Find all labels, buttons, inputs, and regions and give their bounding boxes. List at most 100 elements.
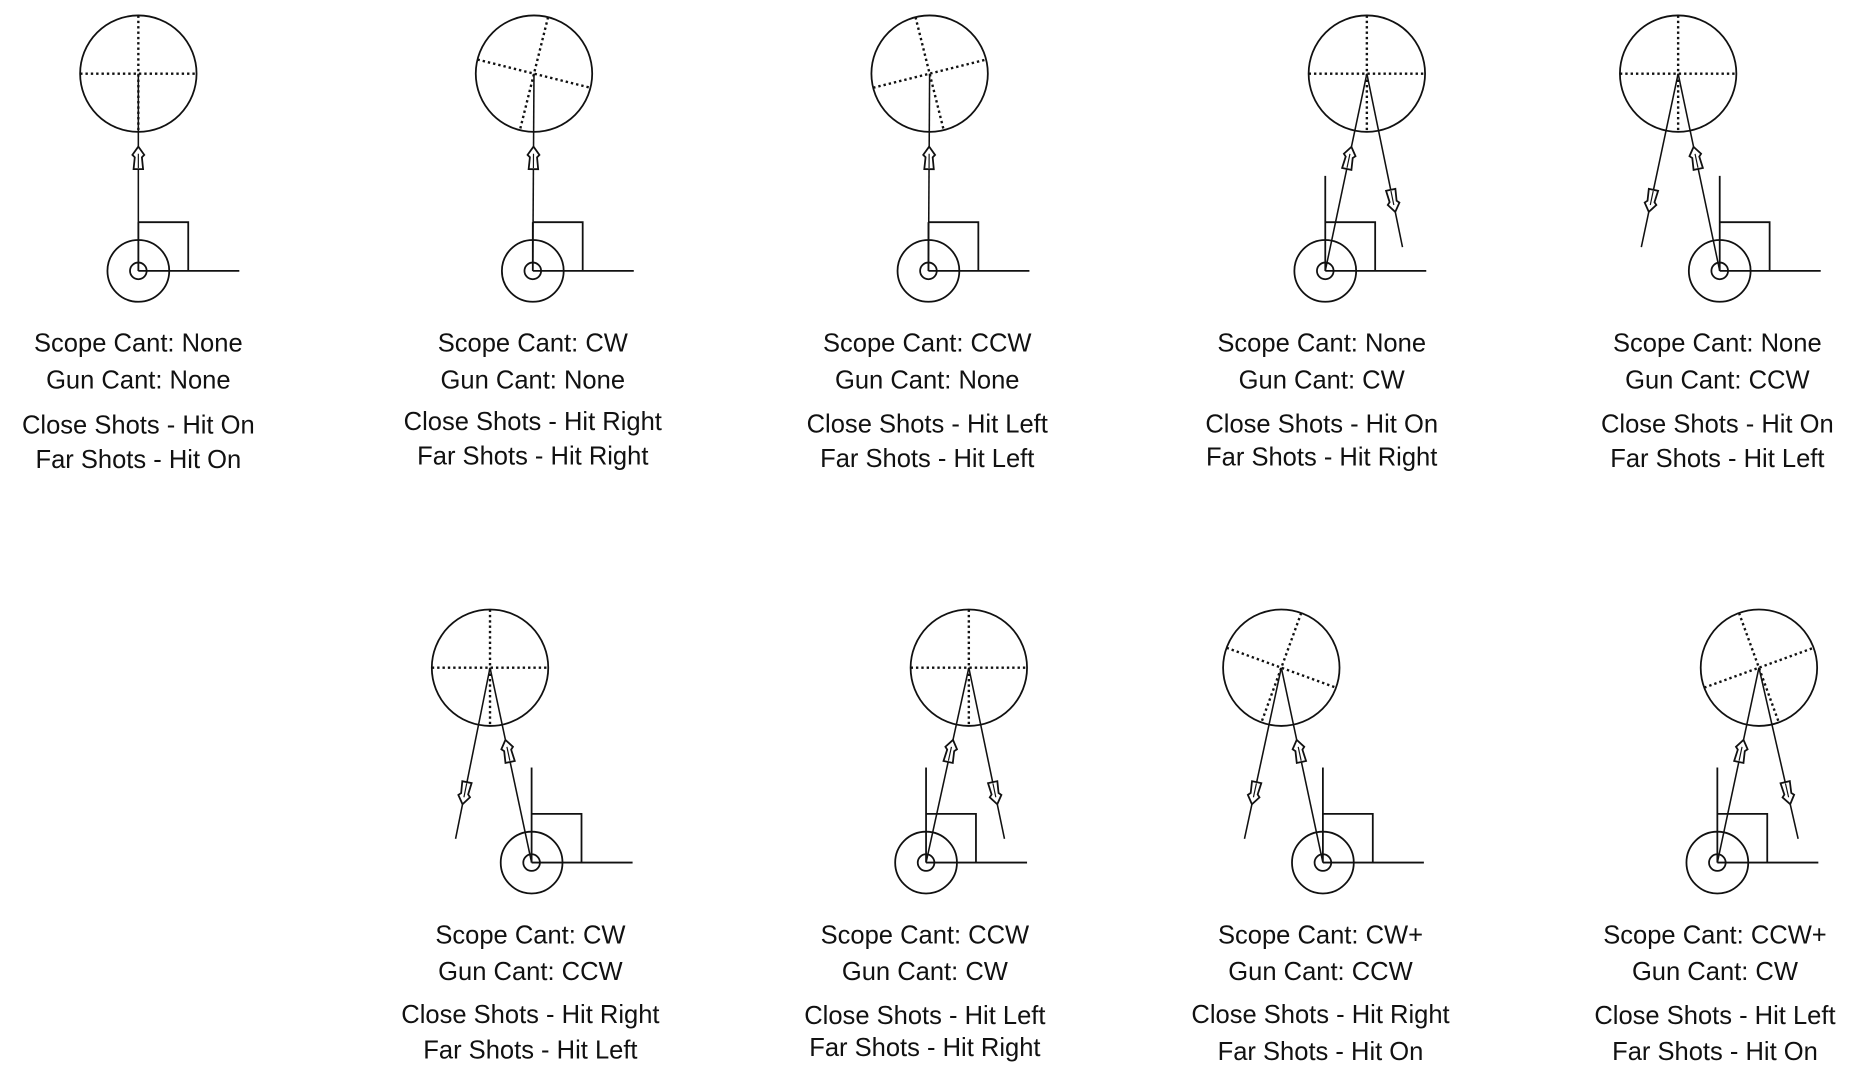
gun-cant-label: Gun Cant: None [441,367,626,395]
bullet-arrow-icon [526,145,541,171]
trajectory-line [1758,667,1799,839]
panel-5-drawing [1619,14,1821,303]
trajectory-line [1243,667,1283,839]
panel-4-drawing [1293,14,1427,303]
reticle-crosshair [431,609,549,726]
gun-cant-label: Gun Cant: CCW [1228,958,1413,986]
scope-cant-label: Scope Cant: CW [435,921,626,949]
scope-cant-label: Scope Cant: CW+ [1218,921,1423,949]
bullet-arrow-icon [1779,780,1796,806]
scope-cant-label: Scope Cant: None [1217,330,1426,358]
far-shots-label: Far Shots - Hit Left [820,445,1034,473]
panel-8-drawing [1222,608,1424,895]
panel-3-labels: Scope Cant: CCW Gun Cant: None Close Sho… [807,330,1048,473]
sight-line [532,73,535,271]
sight-line [1280,667,1324,863]
gun-bracket [138,221,190,271]
reticle-vertical [914,16,945,131]
trajectory-line [1366,73,1404,248]
gun-cant-label: Gun Cant: CCW [1625,367,1810,395]
sight-line [1677,73,1721,272]
bullet-arrow-icon [1688,145,1705,171]
close-shots-label: Close Shots - Hit Right [1191,1001,1449,1029]
gun-bracket [928,221,980,271]
scope-cant-label: Scope Cant: CCW [823,330,1032,358]
reticle-crosshair [910,609,1028,726]
bullet-center-line [463,783,468,798]
gun-bracket [926,812,977,863]
far-shots-label: Far Shots - Hit On [35,446,241,474]
bullet-center-line [1694,153,1699,168]
scope-cant-label: Scope Cant: CW [438,330,629,358]
bullet-arrow-icon [922,145,937,171]
close-shots-label: Close Shots - Hit On [1205,410,1438,438]
close-shots-label: Close Shots - Hit Right [401,1001,659,1029]
panel-7-drawing [894,608,1028,895]
trajectory-line [1640,73,1679,248]
bullet-center-line [1738,746,1743,761]
bullet-arrow-icon [1291,738,1308,765]
scope-cant-label: Scope Cant: CCW [821,921,1030,949]
bullet-arrow-icon [1246,780,1263,806]
panel-9-drawing [1685,608,1819,895]
reticle-crosshair [477,16,591,131]
gun-bracket [531,812,583,863]
reticle-horizontal [872,58,987,89]
trajectory-line [968,667,1006,839]
panel-5-labels: Scope Cant: None Gun Cant: CCW Close Sho… [1601,330,1834,473]
sight-line [1324,73,1368,272]
bullet-arrow-icon [986,780,1003,806]
trajectory-line [454,667,491,839]
panel-4-labels: Scope Cant: None Gun Cant: CW Close Shot… [1205,330,1438,472]
far-shots-label: Far Shots - Hit Right [809,1034,1040,1062]
bullet-arrow-icon [1384,187,1401,214]
close-shots-label: Close Shots - Hit Left [807,410,1048,438]
bullet-arrow-icon [1733,738,1749,765]
scope-cant-label: Scope Cant: None [1613,330,1822,358]
panel-1-labels: Scope Cant: None Gun Cant: None Close Sh… [22,330,255,474]
reticle-crosshair [1619,15,1737,132]
reticle-horizontal [1703,646,1815,689]
scope-cant-label: Scope Cant: None [34,330,243,358]
close-shots-label: Close Shots - Hit Left [804,1002,1045,1030]
panel-3-drawing [870,14,1030,303]
far-shots-label: Far Shots - Hit On [1612,1038,1818,1066]
far-shots-label: Far Shots - Hit Right [417,443,648,471]
scope-circle [1699,608,1819,727]
reticle-vertical [518,16,550,131]
panel-9-labels: Scope Cant: CCW+ Gun Cant: CW Close Shot… [1594,921,1835,1065]
reticle-horizontal [477,58,591,89]
sight-line [1716,667,1760,863]
bullet-arrow-icon [500,738,516,765]
panel-6-labels: Scope Cant: CW Gun Cant: CCW Close Shots… [401,921,659,1064]
reticle-crosshair [1226,612,1337,723]
bullet-center-line [992,783,997,798]
gun-bracket [1325,221,1377,271]
close-shots-label: Close Shots - Hit Left [1594,1002,1835,1030]
bullet-center-line [1784,783,1790,798]
bullet-center-line [1346,153,1351,168]
sight-line [925,667,970,863]
reticle-crosshair [872,16,987,131]
bullet-center-line [1252,783,1258,798]
gun-cant-label: Gun Cant: CW [842,958,1009,986]
far-shots-label: Far Shots - Hit Right [1206,444,1437,472]
gun-bracket [532,221,584,271]
reticle-crosshair [1703,612,1815,723]
reticle-vertical [1260,612,1303,723]
bullet-center-line [1649,190,1654,206]
gun-bracket [1322,812,1374,863]
gun-cant-label: Gun Cant: None [835,367,1020,395]
far-shots-label: Far Shots - Hit On [1218,1038,1424,1066]
panel-2-labels: Scope Cant: CW Gun Cant: None Close Shot… [404,330,662,471]
panel-1-drawing [79,14,240,303]
gun-bracket [1717,812,1769,863]
far-shots-label: Far Shots - Hit Left [1610,445,1824,473]
bullet-arrow-icon [942,738,959,765]
reticle-horizontal [1226,646,1337,689]
panel-6-drawing [430,608,633,895]
bullet-arrow-icon [1340,145,1357,171]
bullet-arrow-icon [131,145,146,171]
sight-line [927,73,931,271]
